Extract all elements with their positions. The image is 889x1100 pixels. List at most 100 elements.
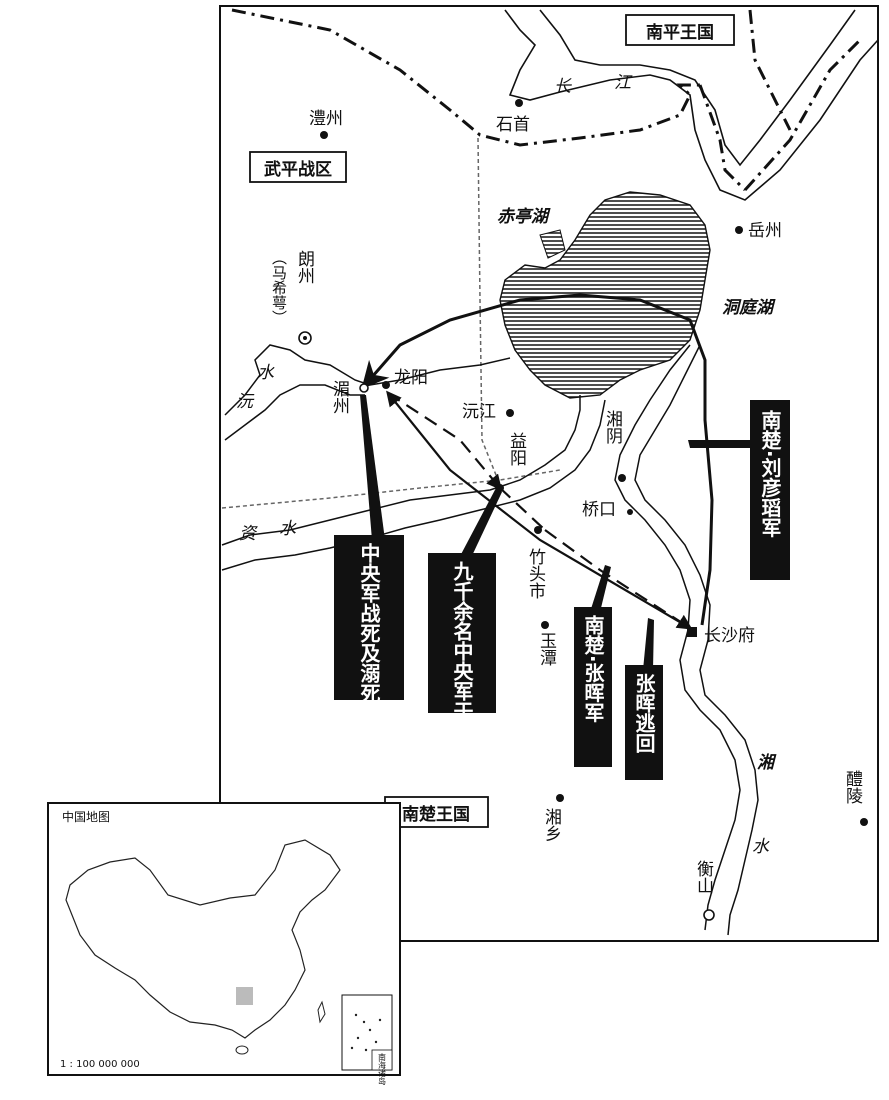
yuan-river-north [224, 344, 511, 416]
region-chu: 南楚王国 [402, 804, 470, 825]
label-xiangyin: 湘阴 [602, 410, 623, 445]
label-shishou: 石首 [496, 115, 530, 135]
label-changsha: 长沙府 [704, 626, 755, 646]
yangtze-river [504, 9, 879, 201]
label-langzhou: 朗州 [294, 250, 315, 284]
leader-liu [688, 440, 755, 448]
callout-dead-box [334, 535, 404, 700]
boundary-vertical [477, 137, 501, 486]
place-labels: 澧州 石首 岳州 朗州 （马希萼） 湄州 龙阳 沅江 益阳 湘阴 桥口 竹头市 … [270, 109, 863, 894]
label-hengshan: 衡山 [693, 860, 714, 894]
border-nanping-east [748, 9, 792, 131]
zi-river [221, 395, 606, 571]
label-majingu: （马希萼） [270, 250, 288, 325]
inset-map: 中国地图 南海诸岛 1 : 100 000 000 [47, 802, 401, 1086]
marker-xiangxiang [556, 794, 564, 802]
zhang-army-route-3 [544, 529, 693, 630]
marker-longyang [382, 381, 390, 389]
xiang-river-east [634, 344, 759, 936]
south-sea-label: 南海诸岛 [378, 1052, 387, 1086]
callout-zhang: 南楚·张晖军 [581, 615, 605, 723]
south-sea-islands [350, 1013, 382, 1052]
zhang-army-route-1 [387, 392, 502, 491]
yuan-river-south [224, 384, 365, 441]
marker-qiaokou [627, 509, 633, 515]
south-sea-label-box [371, 1049, 393, 1071]
marker-xiangyin [618, 474, 626, 482]
box-nanping [625, 14, 735, 46]
yangtze-north-bank [504, 9, 879, 201]
zone-boundaries [221, 137, 561, 509]
marker-liling [860, 818, 868, 826]
region-highlight [236, 987, 253, 1005]
callout-liu-box [750, 400, 790, 580]
region-labels: 南平王国 武平战区 南楚王国 [249, 14, 735, 828]
marker-changsha [687, 627, 697, 637]
hainan-island [235, 1045, 249, 1055]
inset-title: 中国地图 [62, 809, 110, 824]
label-dongting-lake: 洞庭湖 [722, 298, 776, 318]
label-chang-1: 长 [554, 77, 572, 97]
label-chang-2: 江 [614, 73, 633, 93]
callout-flee-box [625, 665, 663, 780]
callout-flee: 张晖逃回 [632, 673, 656, 753]
liu-army-route [361, 293, 714, 626]
leader-lines [360, 395, 755, 670]
border-northeast [743, 38, 862, 192]
callouts: 南楚·刘彦瑫军 南楚·张晖军 张晖逃回 九千余名中央军于此被杀 中央军战死及溺死… [334, 400, 790, 781]
water-labels: 长 江 赤亭湖 洞庭湖 沅 水 资 水 湘 水 [236, 73, 777, 857]
yuan-river [224, 344, 511, 441]
callout-nine: 九千余名中央军于此被杀 [450, 561, 474, 781]
label-yiyang: 益阳 [506, 432, 527, 466]
label-yuezhou: 岳州 [748, 221, 782, 241]
label-yuanjiang: 沅江 [462, 402, 496, 422]
boundary-horizontal [221, 469, 561, 509]
place-markers [298, 99, 868, 921]
leader-flee [643, 618, 654, 670]
yangtze-south-bank [539, 9, 856, 167]
marker-yutan [541, 621, 549, 629]
label-yuan-1: 沅 [236, 392, 255, 412]
box-wuping [249, 151, 347, 183]
leader-zhang [590, 565, 611, 612]
label-lizhou: 澧州 [309, 109, 343, 129]
label-yuan-2: 水 [257, 363, 275, 383]
marker-lizhou [320, 131, 328, 139]
marker-hengshan [703, 909, 715, 921]
inset-scale: 1 : 100 000 000 [60, 1059, 140, 1070]
border-river-east [698, 84, 747, 192]
label-xiang-1: 湘 [757, 753, 777, 773]
marker-yuezhou [735, 226, 743, 234]
callout-dead: 中央军战死及溺死数千人 [357, 542, 381, 763]
china-outline [65, 839, 341, 1039]
leader-nine [458, 488, 502, 560]
region-wuping: 武平战区 [264, 159, 332, 180]
leader-dead [360, 395, 385, 540]
label-chiting-lake: 赤亭湖 [497, 207, 551, 227]
marker-yuanjiang [506, 409, 514, 417]
label-zi-1: 资 [239, 524, 258, 544]
zi-river-south [221, 399, 606, 571]
marker-meizhou [359, 383, 369, 393]
label-xiangxiang: 湘乡 [541, 808, 562, 842]
marker-langzhou-inner [303, 336, 307, 340]
label-zhutoushi: 竹头市 [525, 548, 546, 599]
taiwan-island [317, 1000, 326, 1024]
chiting-lake [539, 229, 566, 259]
marker-shishou [515, 99, 523, 107]
callout-nine-box [428, 553, 496, 713]
label-qiaokou: 桥口 [582, 500, 616, 520]
label-zi-2: 水 [279, 519, 297, 539]
zi-river-north [221, 395, 581, 546]
callout-zhang-box [574, 607, 612, 767]
label-xiang-2: 水 [752, 837, 770, 857]
label-longyang: 龙阳 [394, 368, 428, 388]
marker-yiyang [496, 484, 504, 492]
label-meizhou: 湄州 [329, 380, 350, 414]
region-nanping: 南平王国 [646, 22, 714, 43]
zhang-army-route-2 [499, 487, 546, 531]
callout-liu: 南楚·刘彦瑫军 [758, 410, 782, 538]
label-liling: 醴陵 [842, 770, 863, 804]
marker-zhutoushi [534, 526, 542, 534]
